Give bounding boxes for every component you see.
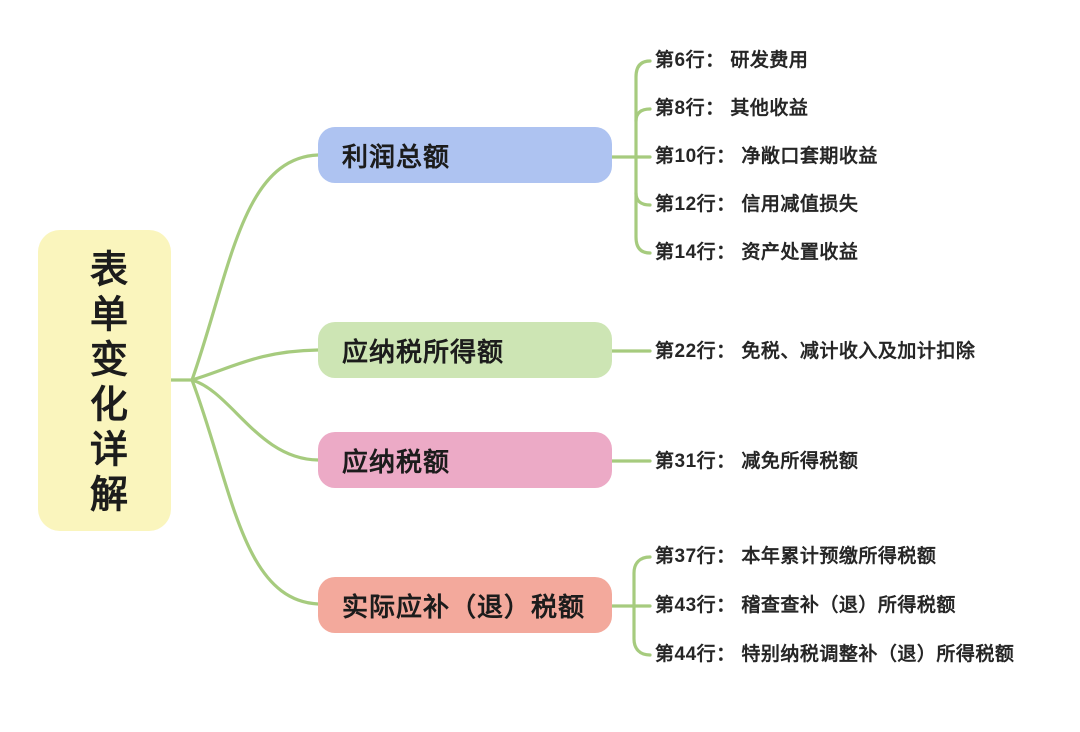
leaf-row10: 第10行： 净敞口套期收益 bbox=[655, 146, 878, 167]
leaf-row12: 第12行： 信用减值损失 bbox=[655, 194, 859, 215]
leaf-row43: 第43行： 稽查查补（退）所得税额 bbox=[655, 595, 956, 616]
branch-node-taxable-income: 应纳税所得额 bbox=[318, 322, 612, 378]
branch1-elbow-leaf4 bbox=[634, 191, 652, 207]
leaf-row31: 第31行： 减免所得税额 bbox=[655, 451, 859, 472]
curve-root-to-branch1 bbox=[190, 153, 320, 382]
root-title: 表单变化详解 bbox=[83, 249, 126, 519]
root-node: 表单变化详解 bbox=[38, 230, 171, 531]
leaf-row22: 第22行： 免税、减计收入及加计扣除 bbox=[655, 341, 976, 362]
curve-root-to-branch4 bbox=[190, 378, 320, 606]
leaf-row14: 第14行： 资产处置收益 bbox=[655, 242, 859, 263]
leaf-row8: 第8行： 其他收益 bbox=[655, 98, 809, 119]
branch-node-actual-tax-due-refund: 实际应补（退）税额 bbox=[318, 577, 612, 633]
branch-node-profit-total: 利润总额 bbox=[318, 127, 612, 183]
branch-node-tax-payable: 应纳税额 bbox=[318, 432, 612, 488]
branch-label: 应纳税额 bbox=[342, 446, 451, 477]
branch1-spine bbox=[634, 59, 652, 255]
branch4-spine bbox=[632, 555, 652, 657]
curve-root-to-branch3 bbox=[190, 378, 320, 462]
connector-group bbox=[167, 59, 652, 657]
branch-label: 应纳税所得额 bbox=[342, 336, 505, 367]
leaf-row37: 第37行： 本年累计预缴所得税额 bbox=[655, 546, 937, 567]
branch-label: 实际应补（退）税额 bbox=[342, 591, 586, 622]
leaf-row6: 第6行： 研发费用 bbox=[655, 50, 809, 71]
curve-root-to-branch2 bbox=[190, 348, 320, 382]
branch1-elbow-leaf2 bbox=[634, 107, 652, 123]
branch-label: 利润总额 bbox=[342, 141, 451, 172]
leaf-row44: 第44行： 特别纳税调整补（退）所得税额 bbox=[655, 644, 1015, 665]
